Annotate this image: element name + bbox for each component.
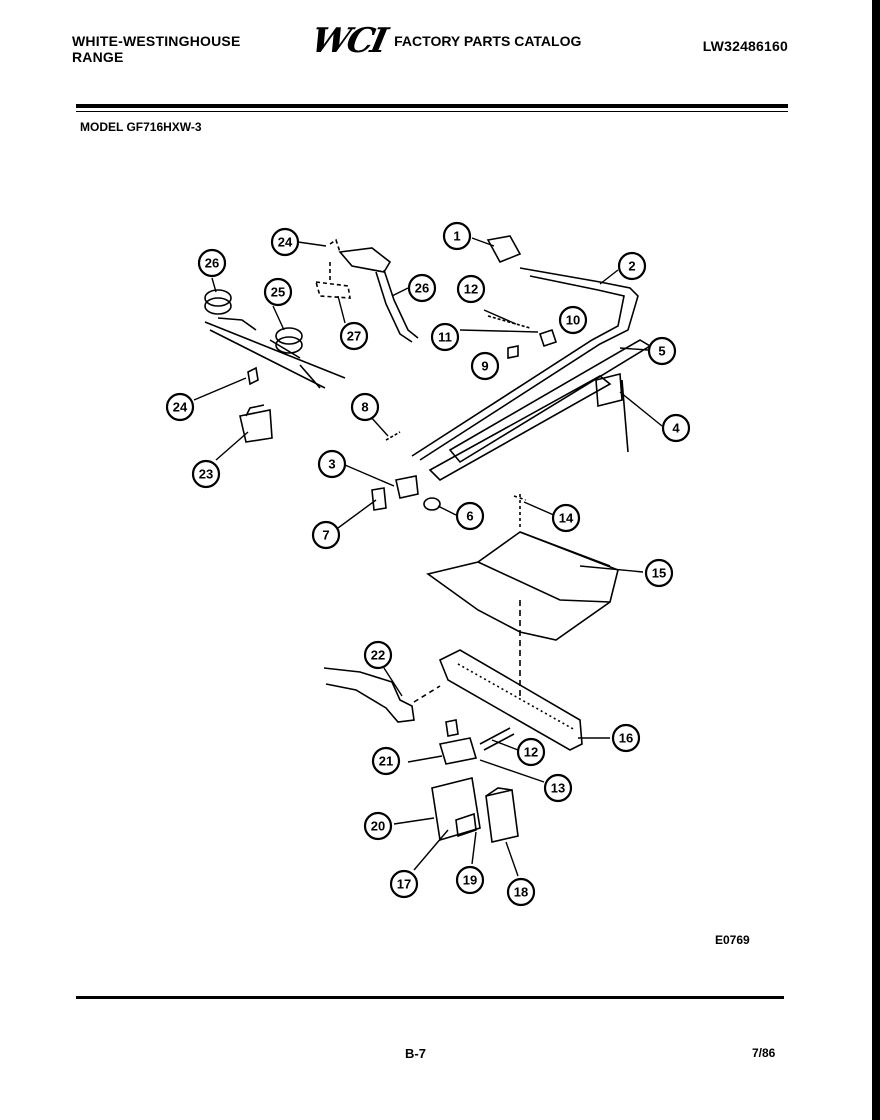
- callout-9: 9: [481, 359, 488, 374]
- brand-title: WHITE-WESTINGHOUSE RANGE: [72, 33, 240, 65]
- callout-5: 5: [658, 344, 665, 359]
- callout-12-lower: 12: [524, 745, 538, 760]
- burner-valve-left-rear: [204, 289, 232, 307]
- callout-2: 2: [628, 259, 635, 274]
- callout-4: 4: [672, 421, 680, 436]
- callout-13: 13: [551, 781, 565, 796]
- callout-11: 11: [438, 330, 452, 345]
- left-burner-tubes: [204, 317, 346, 389]
- catalog-date: 7/86: [752, 1046, 776, 1060]
- orifice-hood-1: [486, 235, 522, 264]
- header-rule-thick: [76, 104, 788, 108]
- broiler-deflector: [426, 531, 619, 641]
- document-number: LW32486160: [702, 38, 788, 54]
- callout-7: 7: [322, 528, 329, 543]
- brand-line-2: RANGE: [72, 49, 124, 65]
- callout-15: 15: [652, 566, 666, 581]
- catalog-heading: WCI FACTORY PARTS CATALOG: [308, 21, 582, 61]
- callout-23: 23: [199, 467, 213, 482]
- callout-8: 8: [361, 400, 368, 415]
- callout-27: 27: [347, 329, 361, 344]
- callout-22: 22: [371, 648, 385, 663]
- callout-20: 20: [371, 819, 385, 834]
- callout-21: 21: [379, 754, 393, 769]
- header-rule-thin: [76, 111, 788, 112]
- thermostat-bulb: [323, 667, 415, 723]
- callout-3: 3: [328, 457, 335, 472]
- diagram-drawing: [204, 235, 652, 843]
- callout-1: 1: [453, 229, 460, 244]
- oven-burner: [438, 649, 583, 751]
- burner-valve-left-front: [275, 327, 303, 345]
- callout-10: 10: [566, 313, 580, 328]
- figure-id: E0769: [715, 933, 750, 947]
- callout-group: 1 2 3 4 5 6 7 8 9 10 11 12 12 13 14 15 1…: [165, 221, 691, 907]
- gas-tube-26: [375, 269, 419, 343]
- callout-24-left: 24: [173, 400, 188, 415]
- callout-6: 6: [466, 509, 473, 524]
- brand-line-1: WHITE-WESTINGHOUSE: [72, 33, 241, 49]
- leader-lines: [193, 237, 663, 877]
- callout-24-top: 24: [278, 235, 293, 250]
- catalog-title: FACTORY PARTS CATALOG: [394, 33, 582, 49]
- callout-17: 17: [397, 877, 411, 892]
- page-number: B-7: [405, 1046, 426, 1061]
- model-number: MODEL GF716HXW-3: [80, 120, 202, 134]
- callout-25: 25: [271, 285, 285, 300]
- cover-box-18: [485, 787, 519, 843]
- manifold-rail: [428, 339, 652, 481]
- safety-valve-bracket: [431, 777, 481, 842]
- callout-26-left: 26: [205, 256, 219, 271]
- callout-16: 16: [619, 731, 633, 746]
- callout-14: 14: [559, 511, 574, 526]
- callout-26-right: 26: [415, 281, 429, 296]
- scan-page-edge: [872, 0, 880, 1120]
- bracket: [239, 404, 273, 443]
- manifold-pipe: [411, 267, 639, 461]
- callout-12-upper: 12: [464, 282, 478, 297]
- pilot: [438, 719, 478, 765]
- valve-head: [338, 247, 392, 273]
- callout-19: 19: [463, 873, 477, 888]
- ignitor-switch: [595, 372, 629, 453]
- callout-18: 18: [514, 885, 528, 900]
- footer-rule: [76, 996, 784, 999]
